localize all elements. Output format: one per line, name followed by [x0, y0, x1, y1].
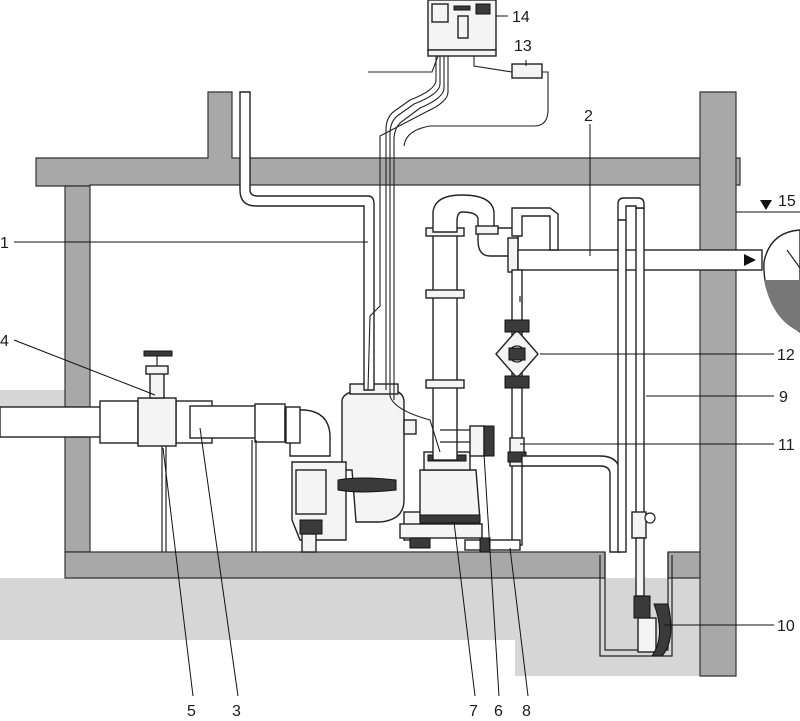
pump-pressure-line	[440, 425, 495, 457]
callout-6: 6	[494, 703, 503, 720]
callout-12: 12	[777, 347, 795, 364]
callout-15: 15	[778, 193, 796, 210]
pressure-pipe	[425, 194, 519, 461]
water-level-marker	[760, 200, 772, 210]
callout-5: 5	[187, 703, 196, 720]
inlet-pipe	[0, 400, 331, 552]
sewer	[763, 229, 800, 333]
building-walls	[35, 91, 741, 677]
callout-10: 10	[777, 618, 795, 635]
ball-valve	[507, 437, 621, 553]
callout-3: 3	[232, 703, 241, 720]
control-unit	[427, 0, 543, 79]
callout-14: 14	[512, 9, 530, 26]
callout-8: 8	[522, 703, 531, 720]
gate-valve	[137, 350, 177, 447]
callout-7: 7	[469, 703, 478, 720]
callout-11: 11	[778, 437, 795, 454]
lifting-unit	[291, 383, 425, 553]
check-valve	[495, 319, 539, 389]
leader-lines	[13, 15, 800, 697]
callout-13: 13	[514, 38, 532, 55]
vent-pipe	[239, 91, 375, 391]
callout-9: 9	[779, 389, 788, 406]
callout-2: 2	[584, 108, 593, 125]
membrane-pump-pipe	[464, 537, 521, 553]
callout-4: 4	[0, 333, 9, 350]
pump-motor	[399, 451, 483, 549]
callout-1: 1	[0, 235, 9, 252]
sump-pump	[617, 197, 672, 657]
cables	[367, 55, 549, 453]
riser-pipe	[511, 269, 523, 546]
